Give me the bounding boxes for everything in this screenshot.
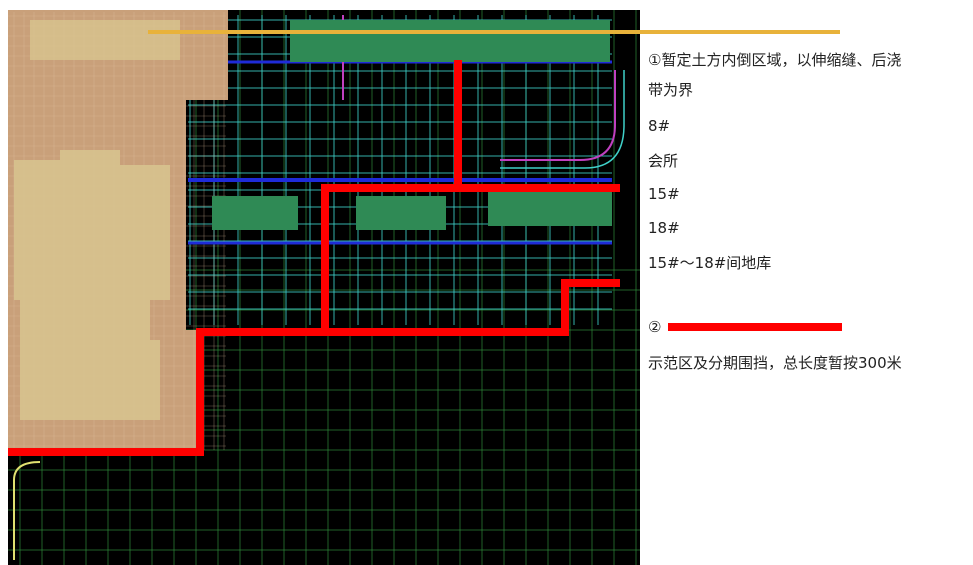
legend-label-garage: 15#～18#间地库 — [648, 254, 772, 272]
legend-item2-marker: ② — [648, 318, 662, 336]
legend-item2-desc: 示范区及分期围挡，总长度暂按300米 — [648, 354, 902, 372]
building-club — [488, 190, 612, 226]
legend-item1-line2: 带为界 — [648, 81, 694, 99]
ramp-curve — [500, 70, 616, 161]
legend-item1-line1: ①暂定土方内倒区域，以伸缩缝、后浇 — [648, 51, 902, 69]
hoarding-boundary — [8, 279, 620, 456]
earthwork-boundary — [321, 60, 620, 330]
building-18 — [356, 196, 446, 230]
legend-label-8: 8# — [648, 117, 671, 135]
building-footprint-top — [30, 20, 180, 60]
ramp-curve-outer — [500, 70, 625, 169]
bottom-left-curve — [13, 461, 41, 560]
building-8 — [290, 20, 610, 62]
legend-label-15: 15# — [648, 185, 680, 203]
building-footprint-large — [14, 150, 170, 420]
building-15 — [212, 196, 298, 230]
legend-label-18: 18# — [648, 219, 680, 237]
legend-label-club: 会所 — [648, 152, 679, 170]
